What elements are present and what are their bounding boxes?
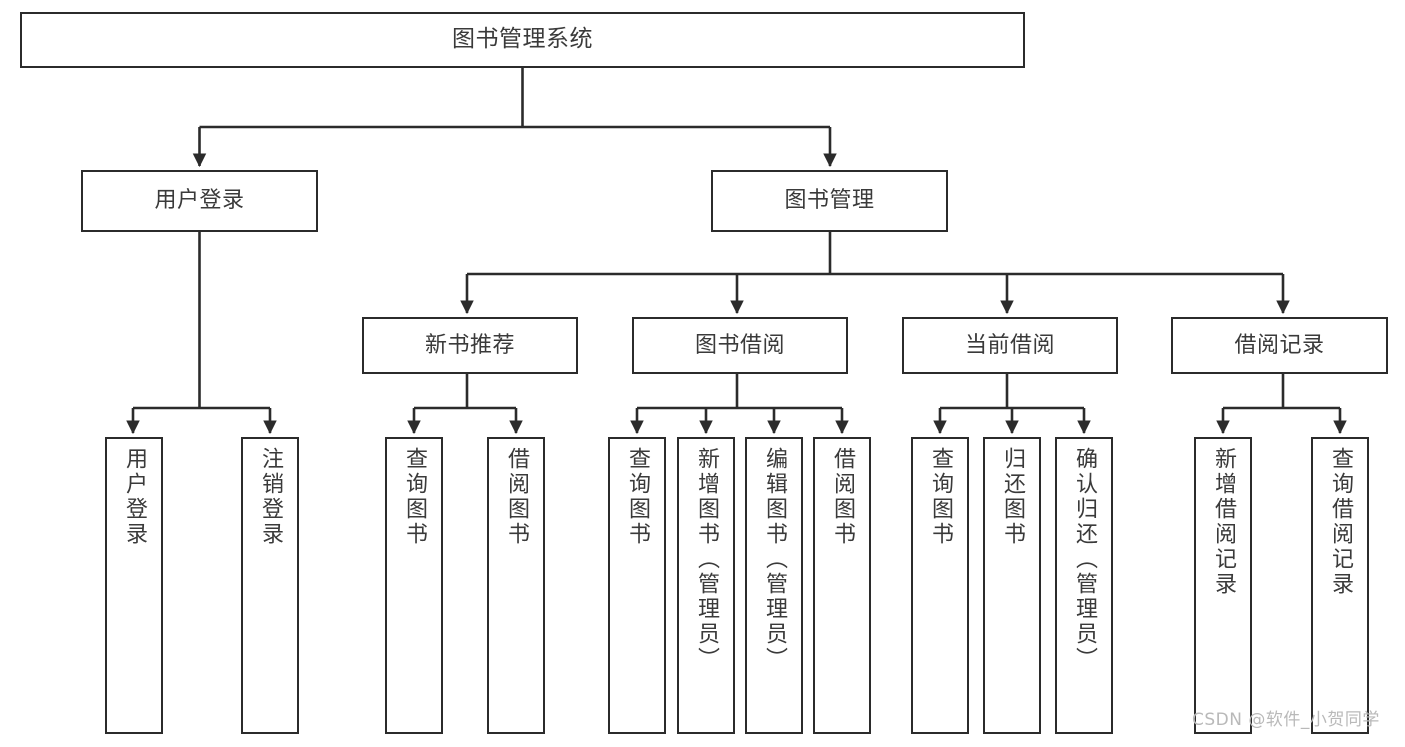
node-root-label: 图书管理系统 bbox=[452, 26, 593, 53]
node-user-login[interactable]: 用户登录 bbox=[81, 170, 318, 232]
node-leaf-return-book[interactable]: 归还图书 bbox=[983, 437, 1041, 734]
node-leaf-edit-book[interactable]: 编辑图书（管理员） bbox=[745, 437, 803, 734]
node-leaf-user-logout-label: 注销登录 bbox=[258, 447, 283, 547]
node-leaf-confirm-return-label: 确认归还（管理员） bbox=[1072, 447, 1097, 672]
node-leaf-borrow-book-1[interactable]: 借阅图书 bbox=[487, 437, 545, 734]
node-leaf-query-book-3-label: 查询图书 bbox=[928, 447, 953, 547]
node-leaf-query-book-2[interactable]: 查询图书 bbox=[608, 437, 666, 734]
node-leaf-return-book-label: 归还图书 bbox=[1000, 447, 1025, 547]
node-leaf-borrow-book-1-label: 借阅图书 bbox=[504, 447, 529, 547]
node-leaf-query-book-1[interactable]: 查询图书 bbox=[385, 437, 443, 734]
node-new-book-recommend[interactable]: 新书推荐 bbox=[362, 317, 578, 374]
node-leaf-query-book-1-label: 查询图书 bbox=[402, 447, 427, 547]
node-book-manage[interactable]: 图书管理 bbox=[711, 170, 948, 232]
node-leaf-borrow-book-2-label: 借阅图书 bbox=[830, 447, 855, 547]
node-leaf-query-record-label: 查询借阅记录 bbox=[1328, 447, 1353, 597]
node-user-login-label: 用户登录 bbox=[154, 188, 245, 214]
node-book-manage-label: 图书管理 bbox=[784, 188, 875, 214]
node-leaf-add-record[interactable]: 新增借阅记录 bbox=[1194, 437, 1252, 734]
node-book-borrow-label: 图书借阅 bbox=[694, 332, 785, 358]
node-borrow-record[interactable]: 借阅记录 bbox=[1171, 317, 1388, 374]
node-leaf-query-record[interactable]: 查询借阅记录 bbox=[1311, 437, 1369, 734]
node-leaf-query-book-2-label: 查询图书 bbox=[625, 447, 650, 547]
node-leaf-query-book-3[interactable]: 查询图书 bbox=[911, 437, 969, 734]
node-leaf-edit-book-label: 编辑图书（管理员） bbox=[762, 447, 787, 672]
node-leaf-borrow-book-2[interactable]: 借阅图书 bbox=[813, 437, 871, 734]
node-leaf-user-logout[interactable]: 注销登录 bbox=[241, 437, 299, 734]
node-root[interactable]: 图书管理系统 bbox=[20, 12, 1025, 68]
node-leaf-add-book[interactable]: 新增图书（管理员） bbox=[677, 437, 735, 734]
node-leaf-add-book-label: 新增图书（管理员） bbox=[694, 447, 719, 672]
node-current-borrow-label: 当前借阅 bbox=[964, 332, 1055, 358]
node-leaf-confirm-return[interactable]: 确认归还（管理员） bbox=[1055, 437, 1113, 734]
node-new-book-recommend-label: 新书推荐 bbox=[424, 332, 515, 358]
node-leaf-add-record-label: 新增借阅记录 bbox=[1211, 447, 1236, 597]
node-leaf-user-login-label: 用户登录 bbox=[122, 447, 147, 547]
node-book-borrow[interactable]: 图书借阅 bbox=[632, 317, 848, 374]
node-current-borrow[interactable]: 当前借阅 bbox=[902, 317, 1118, 374]
node-borrow-record-label: 借阅记录 bbox=[1234, 332, 1325, 358]
node-leaf-user-login[interactable]: 用户登录 bbox=[105, 437, 163, 734]
